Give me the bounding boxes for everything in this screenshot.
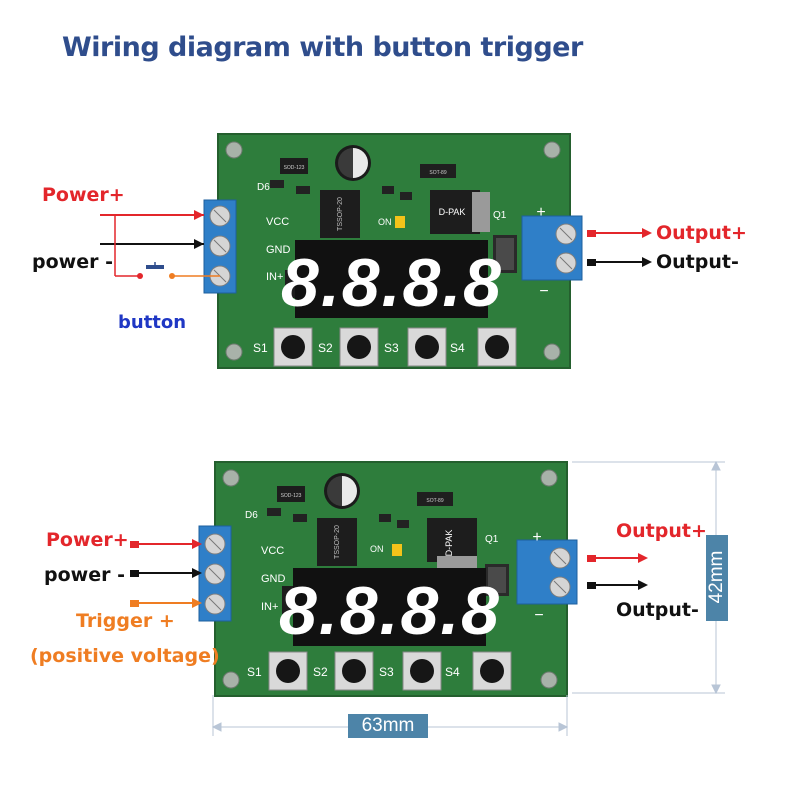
tssop-label: TSSOP-20 xyxy=(337,197,344,231)
pin-gnd-label: GND xyxy=(261,573,286,585)
pin-in-label: IN+ xyxy=(261,601,278,613)
output-plus-sign: + xyxy=(532,529,541,546)
output-plus-sign: + xyxy=(536,204,545,221)
power-plus-label: Power+ xyxy=(46,529,129,551)
mount-hole xyxy=(222,671,240,689)
output-minus-label: Output- xyxy=(616,599,699,621)
dpak-label: D-PAK xyxy=(439,207,466,217)
height-dimension-label: 42mm xyxy=(706,535,728,621)
d6-label: D6 xyxy=(257,182,270,193)
dpak-mosfet xyxy=(430,190,480,234)
led-on xyxy=(395,216,405,228)
sot-chip xyxy=(417,492,453,506)
output-terminal-block xyxy=(516,539,578,605)
smd-resistor xyxy=(267,508,281,516)
smd-resistor xyxy=(397,520,409,528)
smd-resistor xyxy=(270,180,284,188)
output-minus-label: Output- xyxy=(656,251,739,273)
dpak-label: D-PAK xyxy=(444,530,454,557)
output-minus-sign: − xyxy=(534,607,543,624)
mount-hole xyxy=(543,141,561,159)
wiring-bottom xyxy=(130,539,648,608)
s1-label: S1 xyxy=(253,341,268,355)
s3-label: S3 xyxy=(384,341,399,355)
sod-label: SOD-123 xyxy=(284,165,305,171)
mount-hole xyxy=(540,671,558,689)
trigger-note-label: (positive voltage) xyxy=(30,645,220,667)
dpak-mosfet xyxy=(427,518,477,562)
smd-resistor xyxy=(382,186,394,194)
pin-gnd-label: GND xyxy=(266,244,291,256)
sot-chip xyxy=(420,164,456,178)
sop-chip xyxy=(282,586,296,614)
smd-resistor xyxy=(400,192,412,200)
trigger-label: Trigger + xyxy=(76,610,175,632)
s3-label: S3 xyxy=(379,665,394,679)
q1-label: Q1 xyxy=(485,534,499,545)
sot-label: SOT-89 xyxy=(426,498,443,504)
sot-label: SOT-89 xyxy=(429,170,446,176)
s4-label: S4 xyxy=(450,341,465,355)
mount-hole xyxy=(225,343,243,361)
mount-hole xyxy=(543,343,561,361)
seven-segment-display xyxy=(295,240,488,318)
s1-label: S1 xyxy=(247,665,262,679)
height-dimension-text: 42mm xyxy=(706,550,727,604)
mount-hole xyxy=(222,469,240,487)
power-minus-label: power - xyxy=(44,564,125,586)
smd-resistor xyxy=(379,514,391,522)
smd-resistor xyxy=(296,186,310,194)
tssop-chip xyxy=(320,190,360,238)
sod-diode xyxy=(277,486,305,502)
width-dimension-label: 63mm xyxy=(348,714,428,738)
button-label: button xyxy=(118,312,187,333)
output-plus-label: Output+ xyxy=(656,222,747,244)
sod-diode xyxy=(280,158,308,174)
led-on xyxy=(392,544,402,556)
mount-hole xyxy=(540,469,558,487)
diagram-title: Wiring diagram with button trigger xyxy=(62,32,583,63)
on-label: ON xyxy=(378,217,392,227)
q1-label: Q1 xyxy=(493,210,507,221)
wiring-top xyxy=(100,210,652,279)
on-label: ON xyxy=(370,544,384,554)
pin-vcc-label: VCC xyxy=(266,216,289,228)
power-minus-label: power - xyxy=(32,251,113,273)
s2-label: S2 xyxy=(318,341,333,355)
output-plus-label: Output+ xyxy=(616,520,707,542)
display-digits: 8.8.8.8 xyxy=(281,245,503,321)
power-plus-label: Power+ xyxy=(42,184,125,206)
mount-hole xyxy=(225,141,243,159)
smd-resistor xyxy=(293,514,307,522)
output-minus-sign: − xyxy=(539,283,548,300)
tssop-chip xyxy=(317,518,357,566)
sod-label: SOD-123 xyxy=(281,493,302,499)
s2-label: S2 xyxy=(313,665,328,679)
d6-label: D6 xyxy=(245,510,258,521)
display-digits: 8.8.8.8 xyxy=(279,573,501,649)
button-contact xyxy=(137,273,143,279)
pin-in-label: IN+ xyxy=(266,271,283,283)
s4-label: S4 xyxy=(445,665,460,679)
pin-vcc-label: VCC xyxy=(261,545,284,557)
seven-segment-display xyxy=(293,568,486,646)
tssop-label: TSSOP-20 xyxy=(334,525,341,559)
